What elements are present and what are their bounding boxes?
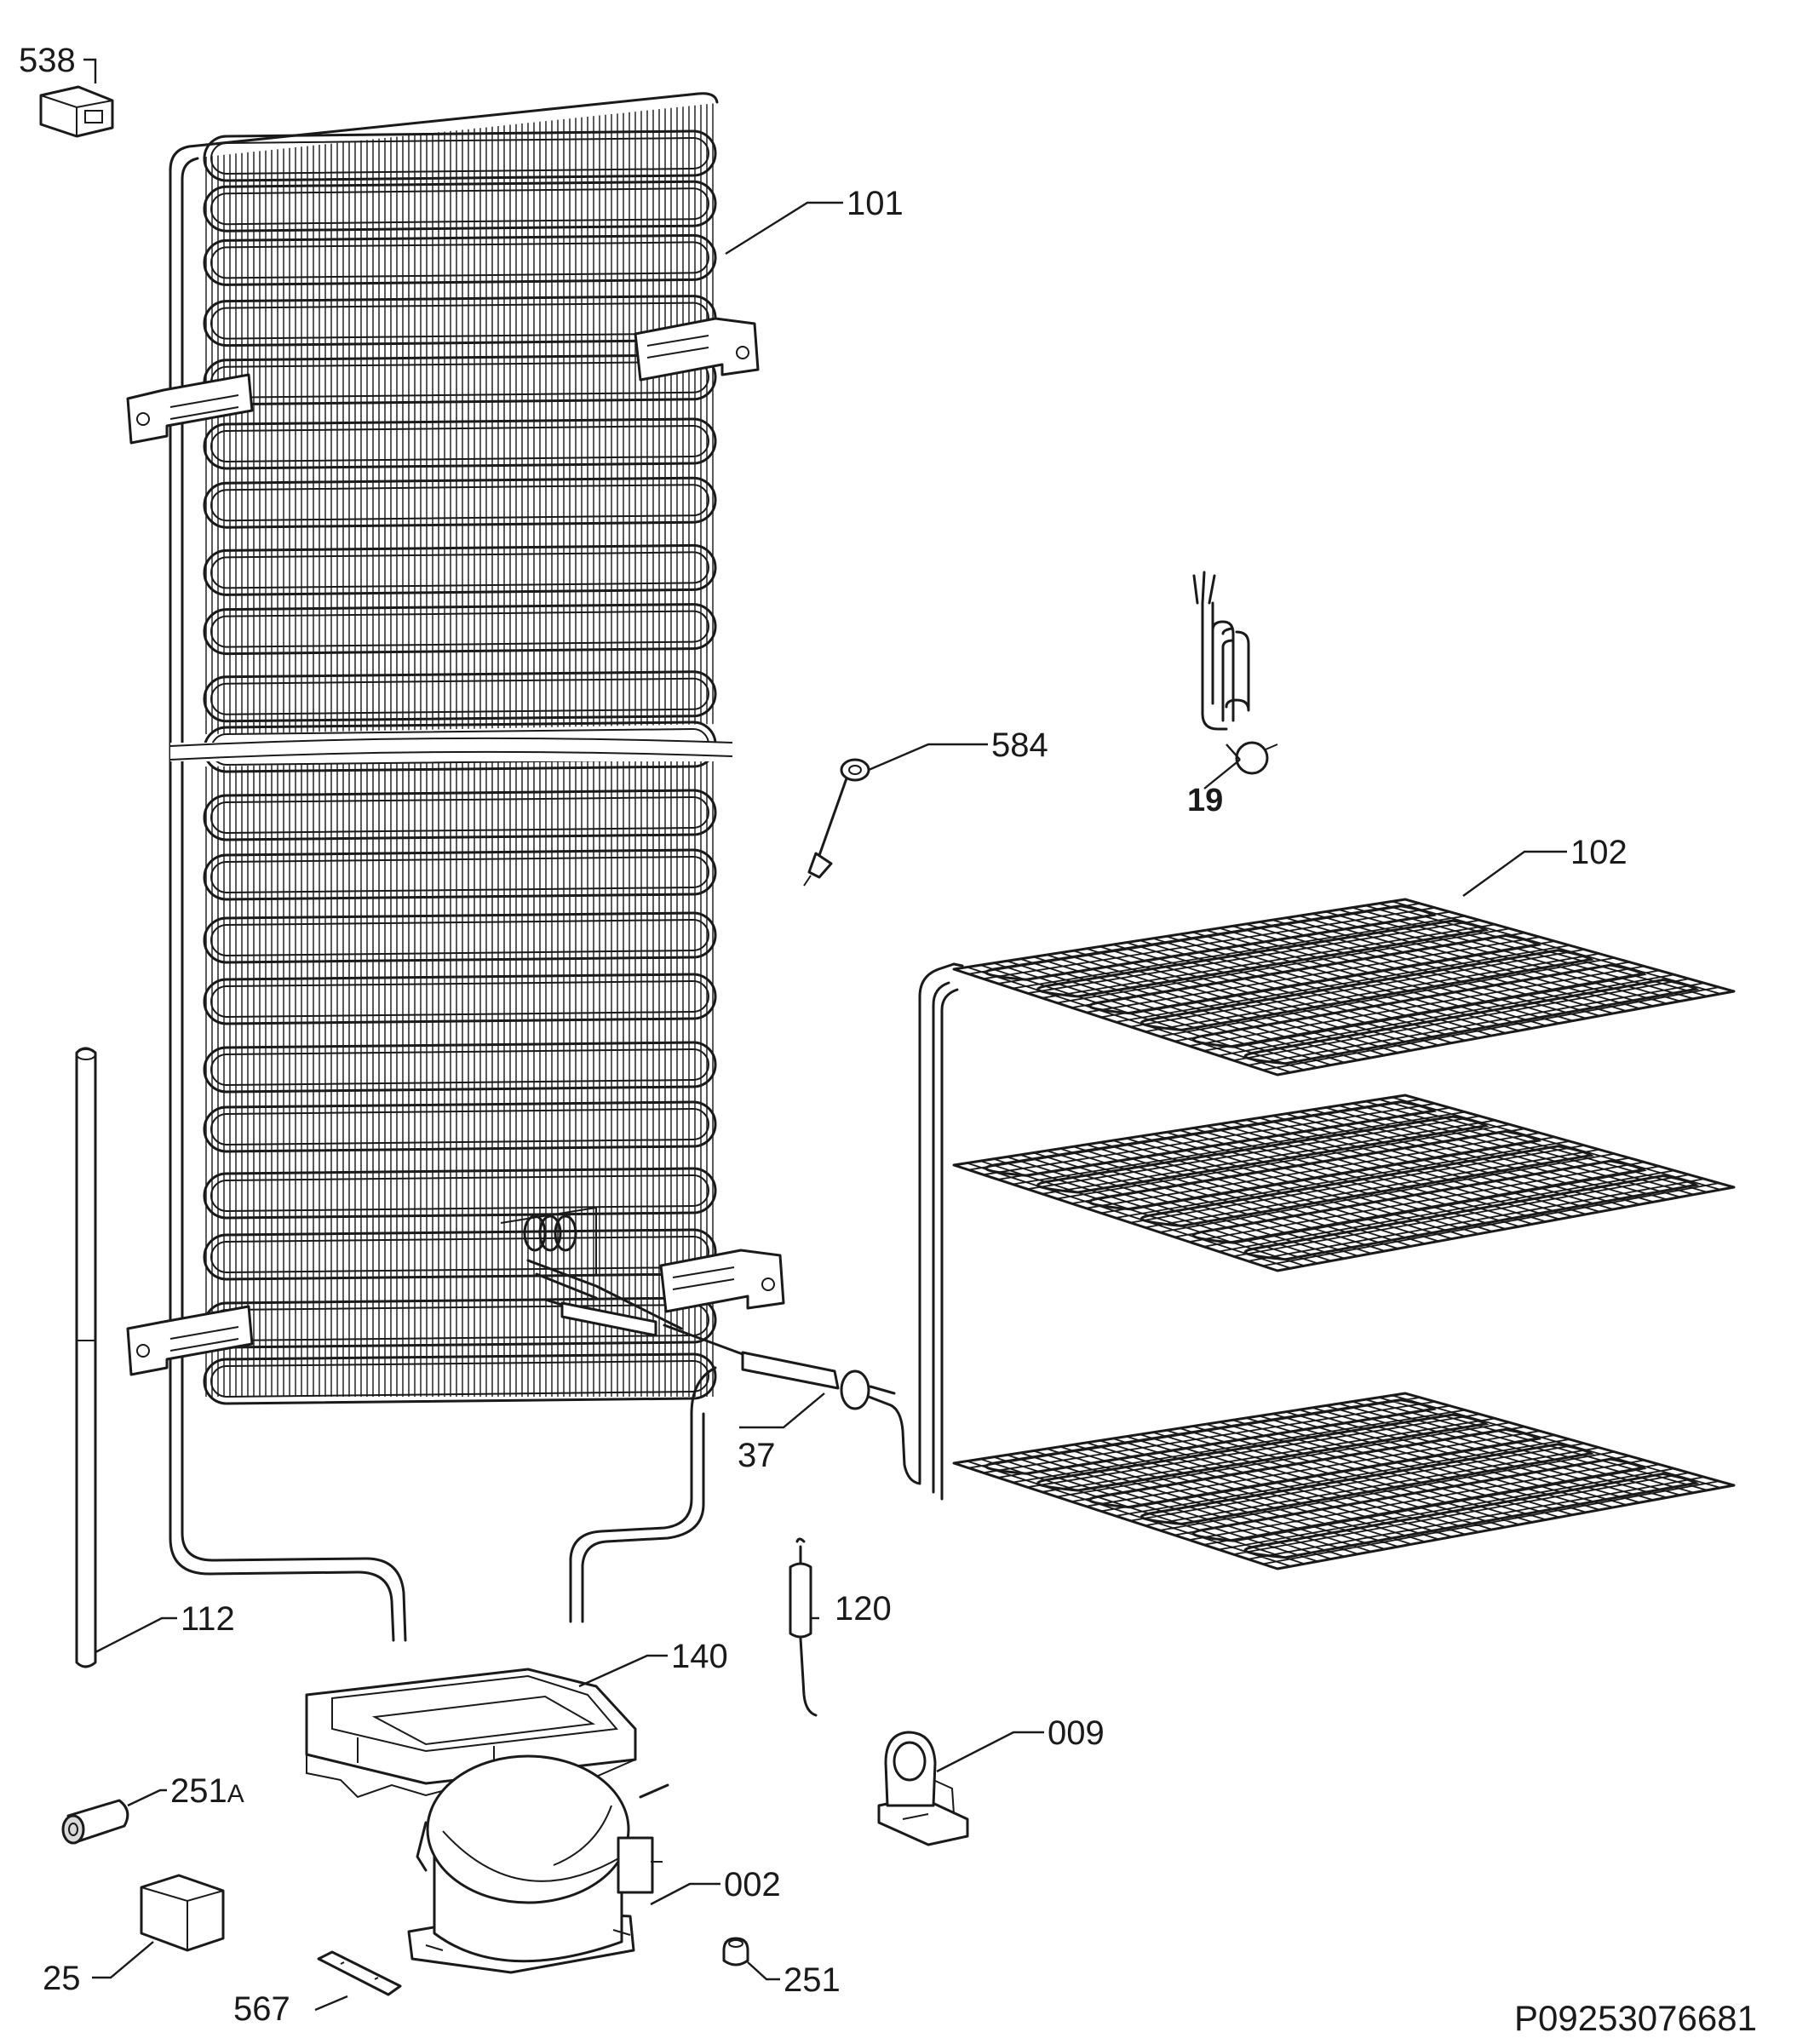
part-567-plate: 567 (233, 1950, 402, 2028)
condenser-bracket-top-right (634, 317, 760, 382)
part-140-base-tray: 140 (305, 1638, 728, 1799)
condenser-bracket-bottom-right (659, 1249, 785, 1313)
evaporator-rack-top (952, 898, 1736, 1077)
condenser-serpentine-tubes (203, 129, 717, 1405)
part-19-heater: 19 (1187, 571, 1278, 818)
label-009: 009 (1048, 1714, 1105, 1752)
label-112: 112 (181, 1600, 235, 1638)
label-251: 251 (784, 1961, 841, 1999)
label-102: 102 (1570, 834, 1627, 871)
condenser-fins-lower (205, 756, 714, 1397)
label-140: 140 (671, 1638, 728, 1675)
part-002-compressor: 002 (407, 1754, 781, 1974)
label-567: 567 (233, 1990, 290, 2028)
part-009-clamp: 009 (877, 1714, 1105, 1846)
part-25-relay: 25 (43, 1874, 225, 1997)
label-584: 584 (991, 726, 1048, 764)
evaporator-rack-bottom (952, 1392, 1736, 1570)
part-112-tube: 112 (75, 1047, 235, 1668)
diagram-id: P09253076681 (1514, 1998, 1757, 2038)
label-120: 120 (835, 1590, 892, 1628)
label-002: 002 (724, 1866, 781, 1903)
part-101-condenser: 101 (126, 92, 904, 1642)
part-102-evaporator: 102 (918, 834, 1736, 1570)
part-251-nut: 251 (722, 1937, 841, 1999)
label-101: 101 (847, 185, 904, 222)
evaporator-rack-middle (952, 1094, 1736, 1272)
condenser-bracket-top-left (126, 373, 254, 445)
part-584-probe: 584 (803, 726, 1048, 887)
part-251A-grommet: 251A (61, 1772, 244, 1845)
part-120-dryer: 120 (789, 1537, 892, 1717)
label-19: 19 (1187, 783, 1223, 818)
part-538-connector (39, 58, 114, 138)
label-251A: 251A (170, 1772, 244, 1810)
part-37-capillary: 37 (543, 1298, 921, 1485)
label-25: 25 (43, 1960, 81, 1997)
label-538: 538 (19, 42, 76, 79)
label-37: 37 (738, 1437, 776, 1474)
condenser-bracket-bottom-left (126, 1305, 254, 1376)
condenser-coil-area (500, 1206, 683, 1330)
